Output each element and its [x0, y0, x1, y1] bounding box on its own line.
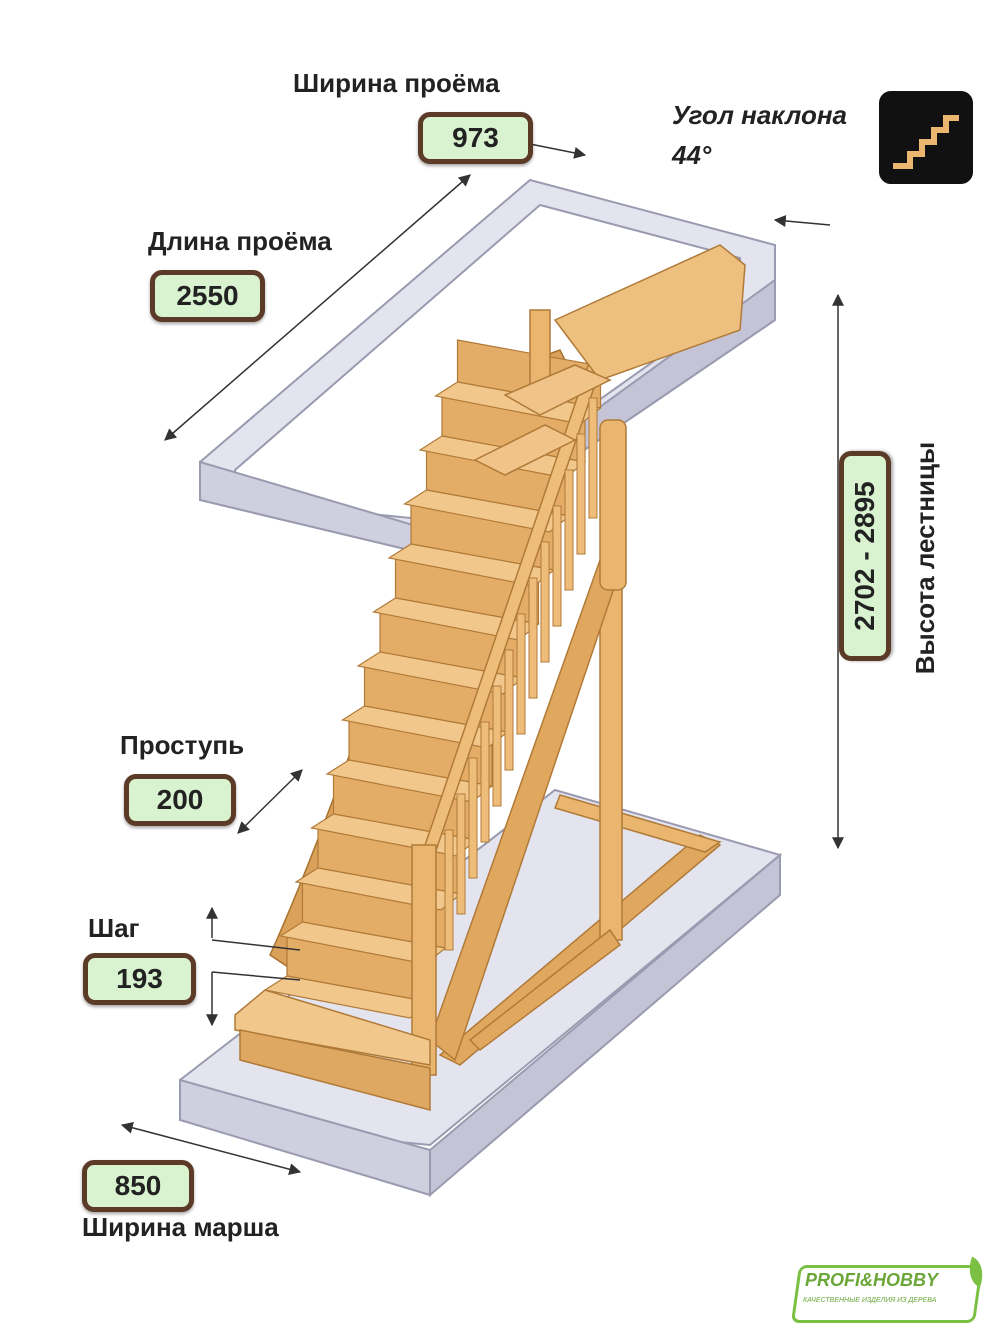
dimension-lines: [120, 141, 844, 1176]
brand-name: PROFI&HOBBY: [805, 1270, 939, 1290]
baluster: [528, 577, 538, 699]
baluster: [456, 793, 466, 915]
baluster: [564, 469, 574, 591]
angle-value: 44°: [672, 140, 712, 170]
opening-width-label: Ширина проёма: [293, 68, 500, 98]
height-label-wrap: Высота лестницы: [907, 413, 943, 703]
baluster: [540, 541, 550, 663]
baluster: [468, 757, 478, 879]
support-frame: [438, 559, 722, 1066]
baluster: [504, 649, 514, 771]
flight-width-badge: 850: [82, 1160, 194, 1212]
step-badge: 193: [83, 953, 196, 1005]
stairs-icon: [879, 91, 973, 184]
baluster: [552, 505, 562, 627]
tread-badge: 200: [124, 774, 236, 826]
railing: [411, 309, 627, 1076]
brand-logo: PROFI&HOBBY КАЧЕСТВЕННЫЕ ИЗДЕЛИЯ ИЗ ДЕРЕ…: [790, 1256, 990, 1323]
height-label: Высота лестницы: [910, 441, 940, 675]
tread-label: Проступь: [120, 730, 245, 760]
baluster: [588, 397, 598, 519]
baluster: [492, 685, 502, 807]
flight-width-label: Ширина марша: [82, 1212, 279, 1242]
baluster: [480, 721, 490, 843]
baluster: [516, 613, 526, 735]
brand-tagline: КАЧЕСТВЕННЫЕ ИЗДЕЛИЯ ИЗ ДЕРЕВА: [803, 1297, 937, 1304]
opening-length-badge: 2550: [150, 270, 265, 322]
step-label: Шаг: [88, 913, 140, 943]
height-badge: 2702 - 2895: [839, 451, 891, 661]
angle-label: Угол наклона: [672, 100, 847, 130]
winder-section: [473, 244, 746, 476]
opening-length-label: Длина проёма: [148, 226, 332, 256]
baluster: [576, 433, 586, 555]
opening-width-badge: 973: [418, 112, 533, 164]
baluster: [444, 829, 454, 951]
bottom-step: [234, 989, 431, 1111]
step-tread: [371, 597, 540, 641]
